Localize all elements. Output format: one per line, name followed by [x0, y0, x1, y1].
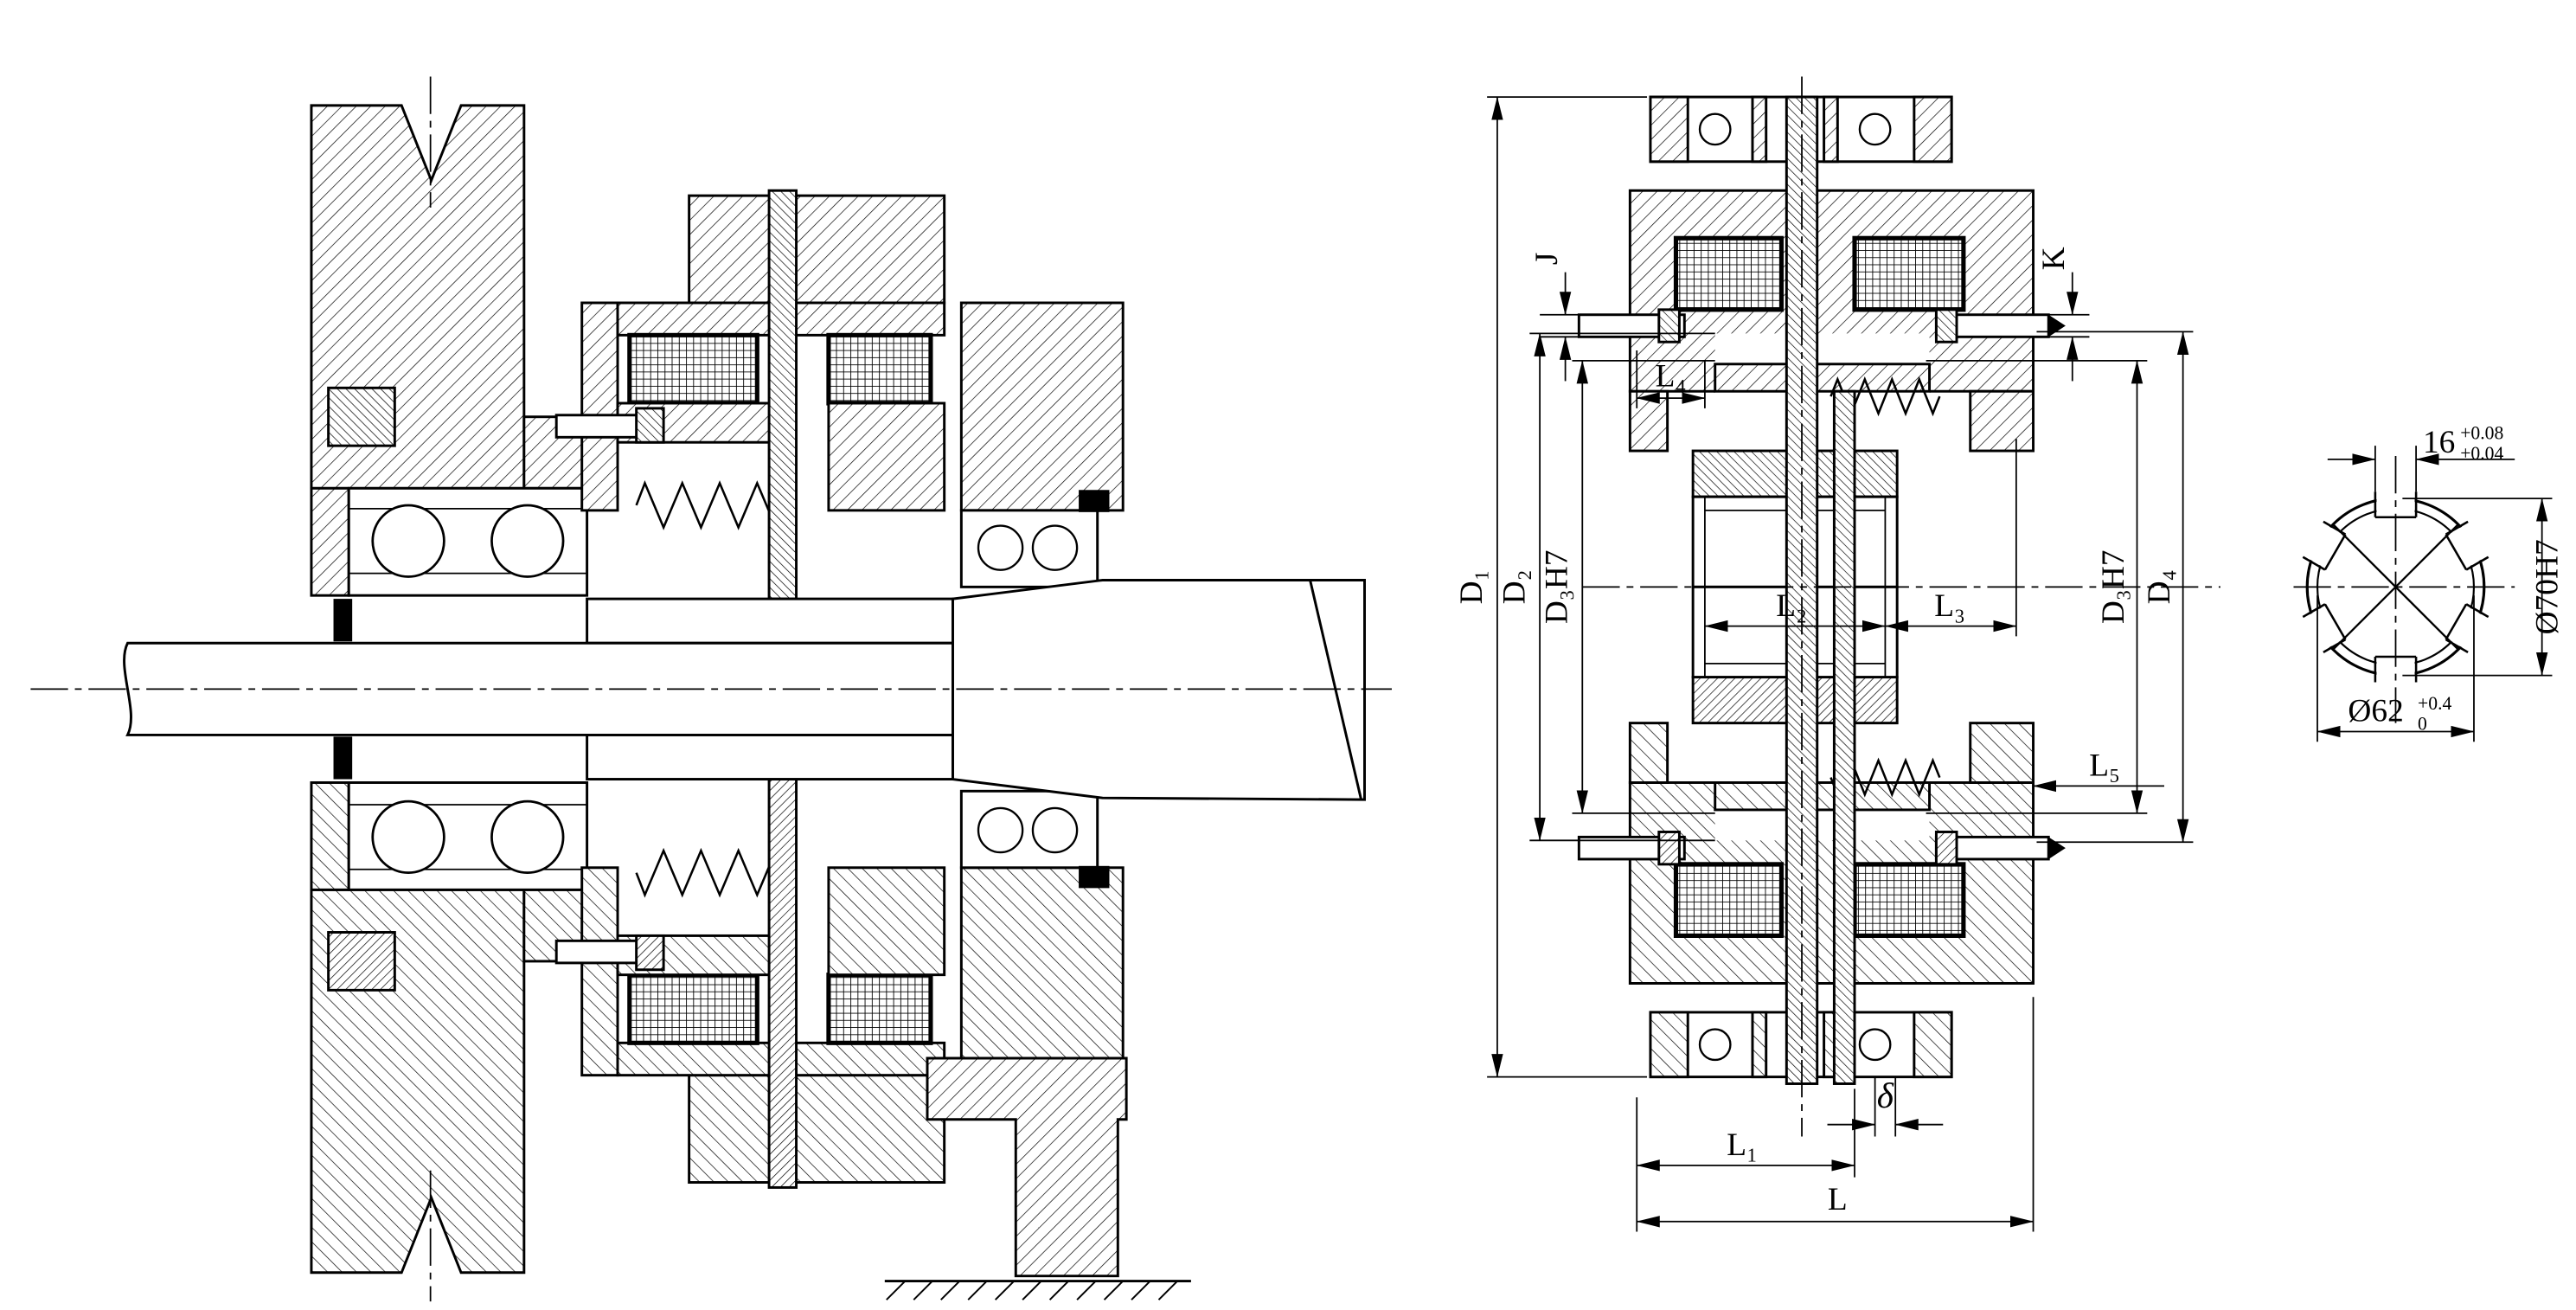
output-shaft [952, 579, 1366, 801]
cover-plate [327, 386, 396, 447]
label-d1: D₁ [1454, 569, 1490, 604]
dimension-d3h7-left [1572, 359, 1715, 814]
label-l4: L₄ [1656, 358, 1687, 394]
label-k: K [2036, 247, 2072, 270]
spline-slot [2300, 602, 2347, 655]
release-pin [554, 407, 665, 444]
mv-step-left [1628, 389, 1669, 453]
main-bearing [347, 486, 589, 597]
mv-coil-left [1673, 235, 1784, 312]
dimension-l4 [1636, 350, 1706, 408]
field-housing-left-wall [580, 301, 619, 512]
seal-ring [1079, 490, 1110, 512]
dimension-d3h7-right [1926, 359, 2148, 814]
label-spline-width-tol-upper: +0.08 [2460, 422, 2503, 443]
mv-step-right [1969, 389, 2035, 453]
armature-right [827, 401, 946, 512]
left-view-upper-half [310, 104, 1125, 645]
coil-left [627, 332, 759, 406]
middle-view-upper-half [1577, 95, 2066, 588]
label-l3: L₃ [1934, 588, 1965, 624]
spline-slot [2445, 519, 2491, 571]
dimension-bore [2402, 498, 2553, 677]
ev-dimension-lines [2316, 446, 2553, 742]
label-spline-width: 16 [2423, 425, 2455, 460]
label-l2: L₂ [1776, 588, 1807, 624]
friction-disc [767, 189, 798, 600]
ground-hatching [884, 1280, 1191, 1300]
label-bore-diameter: Ø70H7 [2529, 539, 2565, 634]
label-l5: L₅ [2089, 748, 2120, 784]
dimension-k [1959, 272, 2090, 382]
label-l: L [1828, 1182, 1848, 1217]
dimension-l1 [1636, 1088, 1855, 1232]
label-j: J [1529, 253, 1565, 266]
label-spline-minor-tol-upper: +0.4 [2418, 693, 2451, 714]
sleeve [586, 597, 954, 645]
middle-dimension-view: D₁ D₂ D₃H7 D₃H7 D₄ J K L₄ L₂ L₃ L₅ L₁ L … [1454, 76, 2220, 1232]
label-d3h7-right: D₃H7 [2096, 550, 2131, 625]
spline-slot [2300, 519, 2347, 571]
dimension-delta [1827, 1076, 1944, 1137]
coil-right [826, 332, 933, 406]
pilot-bearing [959, 509, 1099, 588]
support-bracket [926, 1056, 1128, 1278]
dimension-l [1636, 997, 2035, 1232]
middle-view-lower-half [1579, 587, 2066, 1076]
right-housing [959, 301, 1125, 512]
dimension-j [1540, 272, 1613, 382]
dimension-spline-minor [2316, 595, 2475, 742]
dimension-l3 [1884, 439, 2017, 637]
mv-armature [1714, 363, 1932, 393]
dimension-d4 [2036, 331, 2194, 844]
dimension-l5 [2032, 745, 2164, 797]
pressure-spring [635, 479, 785, 530]
label-d2: D₂ [1496, 569, 1532, 604]
end-view: 16 +0.08 +0.04 Ø70H7 Ø62 +0.4 0 [2293, 422, 2565, 742]
mv-coil-right [1852, 235, 1966, 312]
label-spline-minor-tol-lower: 0 [2418, 714, 2427, 735]
dimension-d1 [1487, 96, 1648, 1078]
label-spline-minor-diameter: Ø62 [2348, 694, 2403, 729]
left-view-lower-half [311, 735, 1123, 1272]
label-l1: L₁ [1727, 1127, 1758, 1163]
dimension-spline-width [2327, 446, 2515, 492]
left-section-view [30, 76, 1392, 1302]
label-delta: δ [1877, 1076, 1894, 1115]
label-spline-width-tol-lower: +0.04 [2460, 443, 2503, 464]
shaft-seal [333, 599, 353, 642]
spline-slot [2445, 602, 2491, 655]
dimension-lines [1487, 96, 2194, 1232]
label-d3h7-left: D₃H7 [1540, 550, 1575, 625]
pulley-hub-wall [310, 486, 350, 597]
label-d4: D₄ [2142, 569, 2177, 604]
dimension-d2 [1529, 332, 1715, 842]
yoke [688, 194, 946, 305]
mv-sleeve-strip [1832, 389, 1856, 1085]
